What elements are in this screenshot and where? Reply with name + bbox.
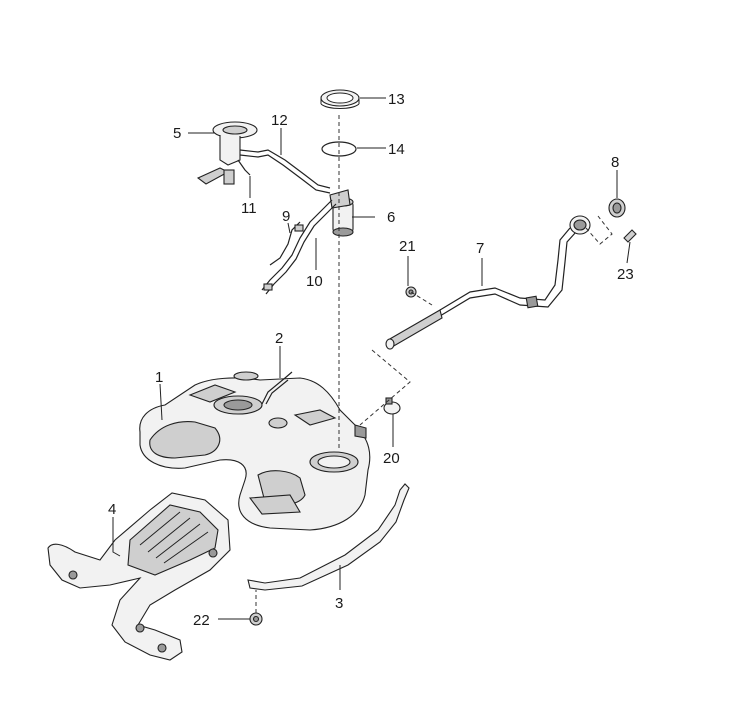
callout-11: 11 xyxy=(241,200,257,217)
callout-14: 14 xyxy=(388,141,405,158)
hose-clamp xyxy=(383,397,401,415)
callout-9: 9 xyxy=(282,208,290,225)
tank-strap xyxy=(247,483,410,591)
callout-10: 10 xyxy=(306,273,323,290)
callout-7: 7 xyxy=(476,240,484,257)
fuel-pump-module xyxy=(196,121,258,185)
callout-4: 4 xyxy=(108,501,116,518)
fuel-line-12 xyxy=(239,149,331,189)
vent-hose-2 xyxy=(261,371,293,405)
callout-21: 21 xyxy=(399,238,416,255)
callout-6: 6 xyxy=(387,209,395,226)
callout-22: 22 xyxy=(193,612,210,629)
nut-22 xyxy=(249,612,263,626)
fuel-line-11 xyxy=(237,159,251,176)
callout-3: 3 xyxy=(335,595,343,612)
callout-20: 20 xyxy=(383,450,400,467)
leader-lines xyxy=(112,97,631,620)
bolt-23 xyxy=(623,229,637,243)
callout-8: 8 xyxy=(611,154,619,171)
callout-12: 12 xyxy=(271,112,288,129)
lock-ring xyxy=(320,89,360,109)
callout-2: 2 xyxy=(275,330,283,347)
dashed-connectors xyxy=(255,115,613,613)
heat-shield xyxy=(47,492,231,661)
callout-13: 13 xyxy=(388,91,405,108)
gasket xyxy=(321,141,357,157)
fuel-line-10 xyxy=(261,199,333,291)
callout-5: 5 xyxy=(173,125,181,142)
filler-pipe xyxy=(385,215,591,350)
fuel-tank xyxy=(139,371,371,531)
callout-1: 1 xyxy=(155,369,163,386)
fuel-filter xyxy=(329,189,354,237)
callout-23: 23 xyxy=(617,266,634,283)
filler-cap xyxy=(608,198,626,218)
